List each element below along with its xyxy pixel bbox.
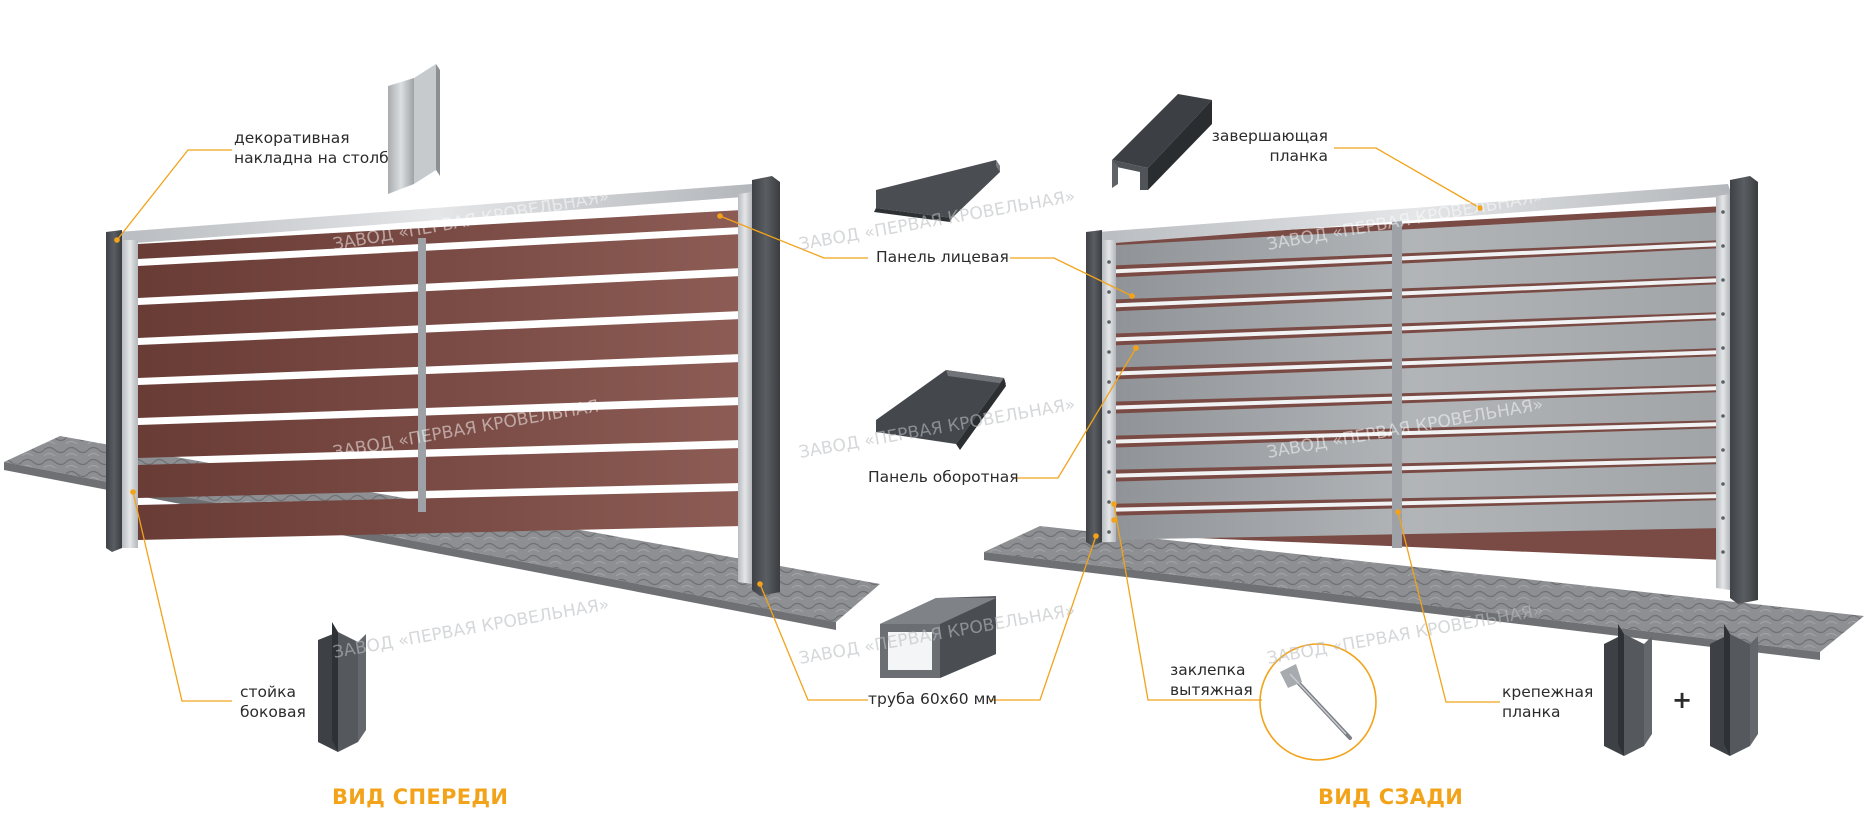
label-mount-strip: крепежная планка bbox=[1502, 682, 1593, 722]
leader-front-panel-back bbox=[1010, 257, 1133, 297]
label-top-cap: завершающая планка bbox=[1190, 126, 1328, 166]
mount-strip-part-left bbox=[1604, 624, 1652, 756]
label-mount-strip-line1: крепежная bbox=[1502, 683, 1594, 701]
leader-lines bbox=[116, 147, 1500, 703]
leader-dots bbox=[114, 205, 1483, 587]
front-panels bbox=[138, 210, 742, 540]
label-front-panel: Панель лицевая bbox=[876, 247, 1009, 267]
front-top-rail bbox=[118, 184, 756, 244]
back-top-rail bbox=[1098, 184, 1732, 244]
label-decor-overlay: декоративная накладна на столб bbox=[234, 128, 389, 168]
label-rivet-line2: вытяжная bbox=[1170, 681, 1253, 699]
front-panel-part bbox=[874, 160, 1000, 222]
label-front-panel-text: Панель лицевая bbox=[876, 248, 1009, 266]
label-tube: труба 60х60 мм bbox=[868, 689, 997, 709]
back-panel-part bbox=[876, 370, 1006, 450]
back-view-fence bbox=[984, 176, 1864, 660]
back-left-post bbox=[1086, 230, 1102, 546]
label-decor-overlay-line2: накладна на столб bbox=[234, 149, 389, 167]
caption-back-view: ВИД СЗАДИ bbox=[1318, 785, 1464, 809]
leader-rivet bbox=[1113, 503, 1262, 701]
plus-sign: + bbox=[1672, 686, 1693, 714]
label-tube-text: труба 60х60 мм bbox=[868, 690, 997, 708]
leader-decor-overlay bbox=[116, 149, 232, 241]
label-top-cap-line1: завершающая bbox=[1211, 127, 1328, 145]
leader-side-post bbox=[132, 491, 232, 702]
front-right-post bbox=[752, 176, 780, 596]
back-paving bbox=[984, 526, 1864, 652]
rivet-part bbox=[1259, 643, 1377, 761]
tube-part bbox=[880, 596, 996, 678]
label-rivet: заклепка вытяжная bbox=[1170, 660, 1253, 700]
watermark-7: ЗАВОД «ПЕРВАЯ КРОВЕЛЬНАЯ» bbox=[331, 595, 610, 663]
back-panels bbox=[1100, 212, 1724, 540]
label-back-panel: Панель оборотная bbox=[868, 467, 1019, 487]
decor-overlay-part bbox=[388, 64, 440, 194]
leader-front-panel bbox=[719, 215, 868, 259]
label-mount-strip-line2: планка bbox=[1502, 703, 1561, 721]
label-side-post-line1: стойка bbox=[240, 683, 296, 701]
front-left-post bbox=[106, 230, 122, 552]
leader-tube-back bbox=[990, 535, 1097, 701]
leader-mount-strip bbox=[1397, 511, 1500, 703]
side-post-part bbox=[318, 622, 366, 752]
top-cap-part bbox=[1112, 94, 1212, 190]
label-back-panel-text: Панель оборотная bbox=[868, 468, 1019, 486]
front-view-fence bbox=[4, 176, 880, 630]
leader-top-cap bbox=[1334, 147, 1481, 209]
label-side-post: стойка боковая bbox=[240, 682, 306, 722]
mount-strip-part-right bbox=[1710, 624, 1758, 756]
caption-front-view: ВИД СПЕРЕДИ bbox=[332, 785, 509, 809]
leader-tube-front bbox=[759, 583, 868, 701]
leader-back-panel bbox=[1014, 347, 1137, 479]
watermark-9: ЗАВОД «ПЕРВАЯ КРОВЕЛЬНАЯ» bbox=[1265, 601, 1544, 669]
label-top-cap-line2: планка bbox=[1269, 147, 1328, 165]
label-side-post-line2: боковая bbox=[240, 703, 306, 721]
label-decor-overlay-line1: декоративная bbox=[234, 129, 350, 147]
back-right-post bbox=[1730, 176, 1758, 604]
label-rivet-line1: заклепка bbox=[1170, 661, 1246, 679]
